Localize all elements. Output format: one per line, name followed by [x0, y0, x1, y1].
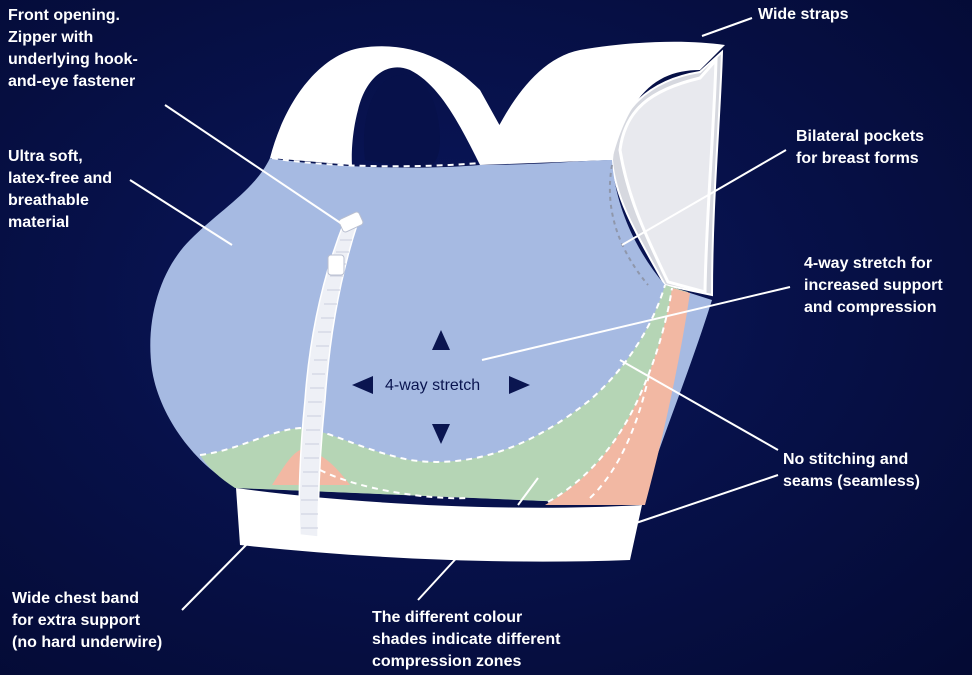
- label-material: Ultra soft, latex-free and breathable ma…: [8, 146, 112, 234]
- leader-wide-straps: [702, 18, 752, 36]
- label-chest-band: Wide chest band for extra support (no ha…: [12, 588, 162, 654]
- label-four-way: 4-way stretch for increased support and …: [804, 253, 943, 319]
- label-pockets: Bilateral pockets for breast forms: [796, 126, 924, 170]
- leader-chest-band: [182, 543, 248, 610]
- label-front-opening: Front opening. Zipper with underlying ho…: [8, 5, 138, 93]
- stretch-center-label: 4-way stretch: [385, 376, 480, 396]
- leader-material: [130, 180, 232, 245]
- label-wide-straps: Wide straps: [758, 4, 849, 26]
- leader-seamless-band: [636, 475, 778, 523]
- label-seamless: No stitching and seams (seamless): [783, 449, 920, 493]
- label-colour-zones: The different colour shades indicate dif…: [372, 607, 561, 673]
- left-strap-hole: [364, 75, 440, 170]
